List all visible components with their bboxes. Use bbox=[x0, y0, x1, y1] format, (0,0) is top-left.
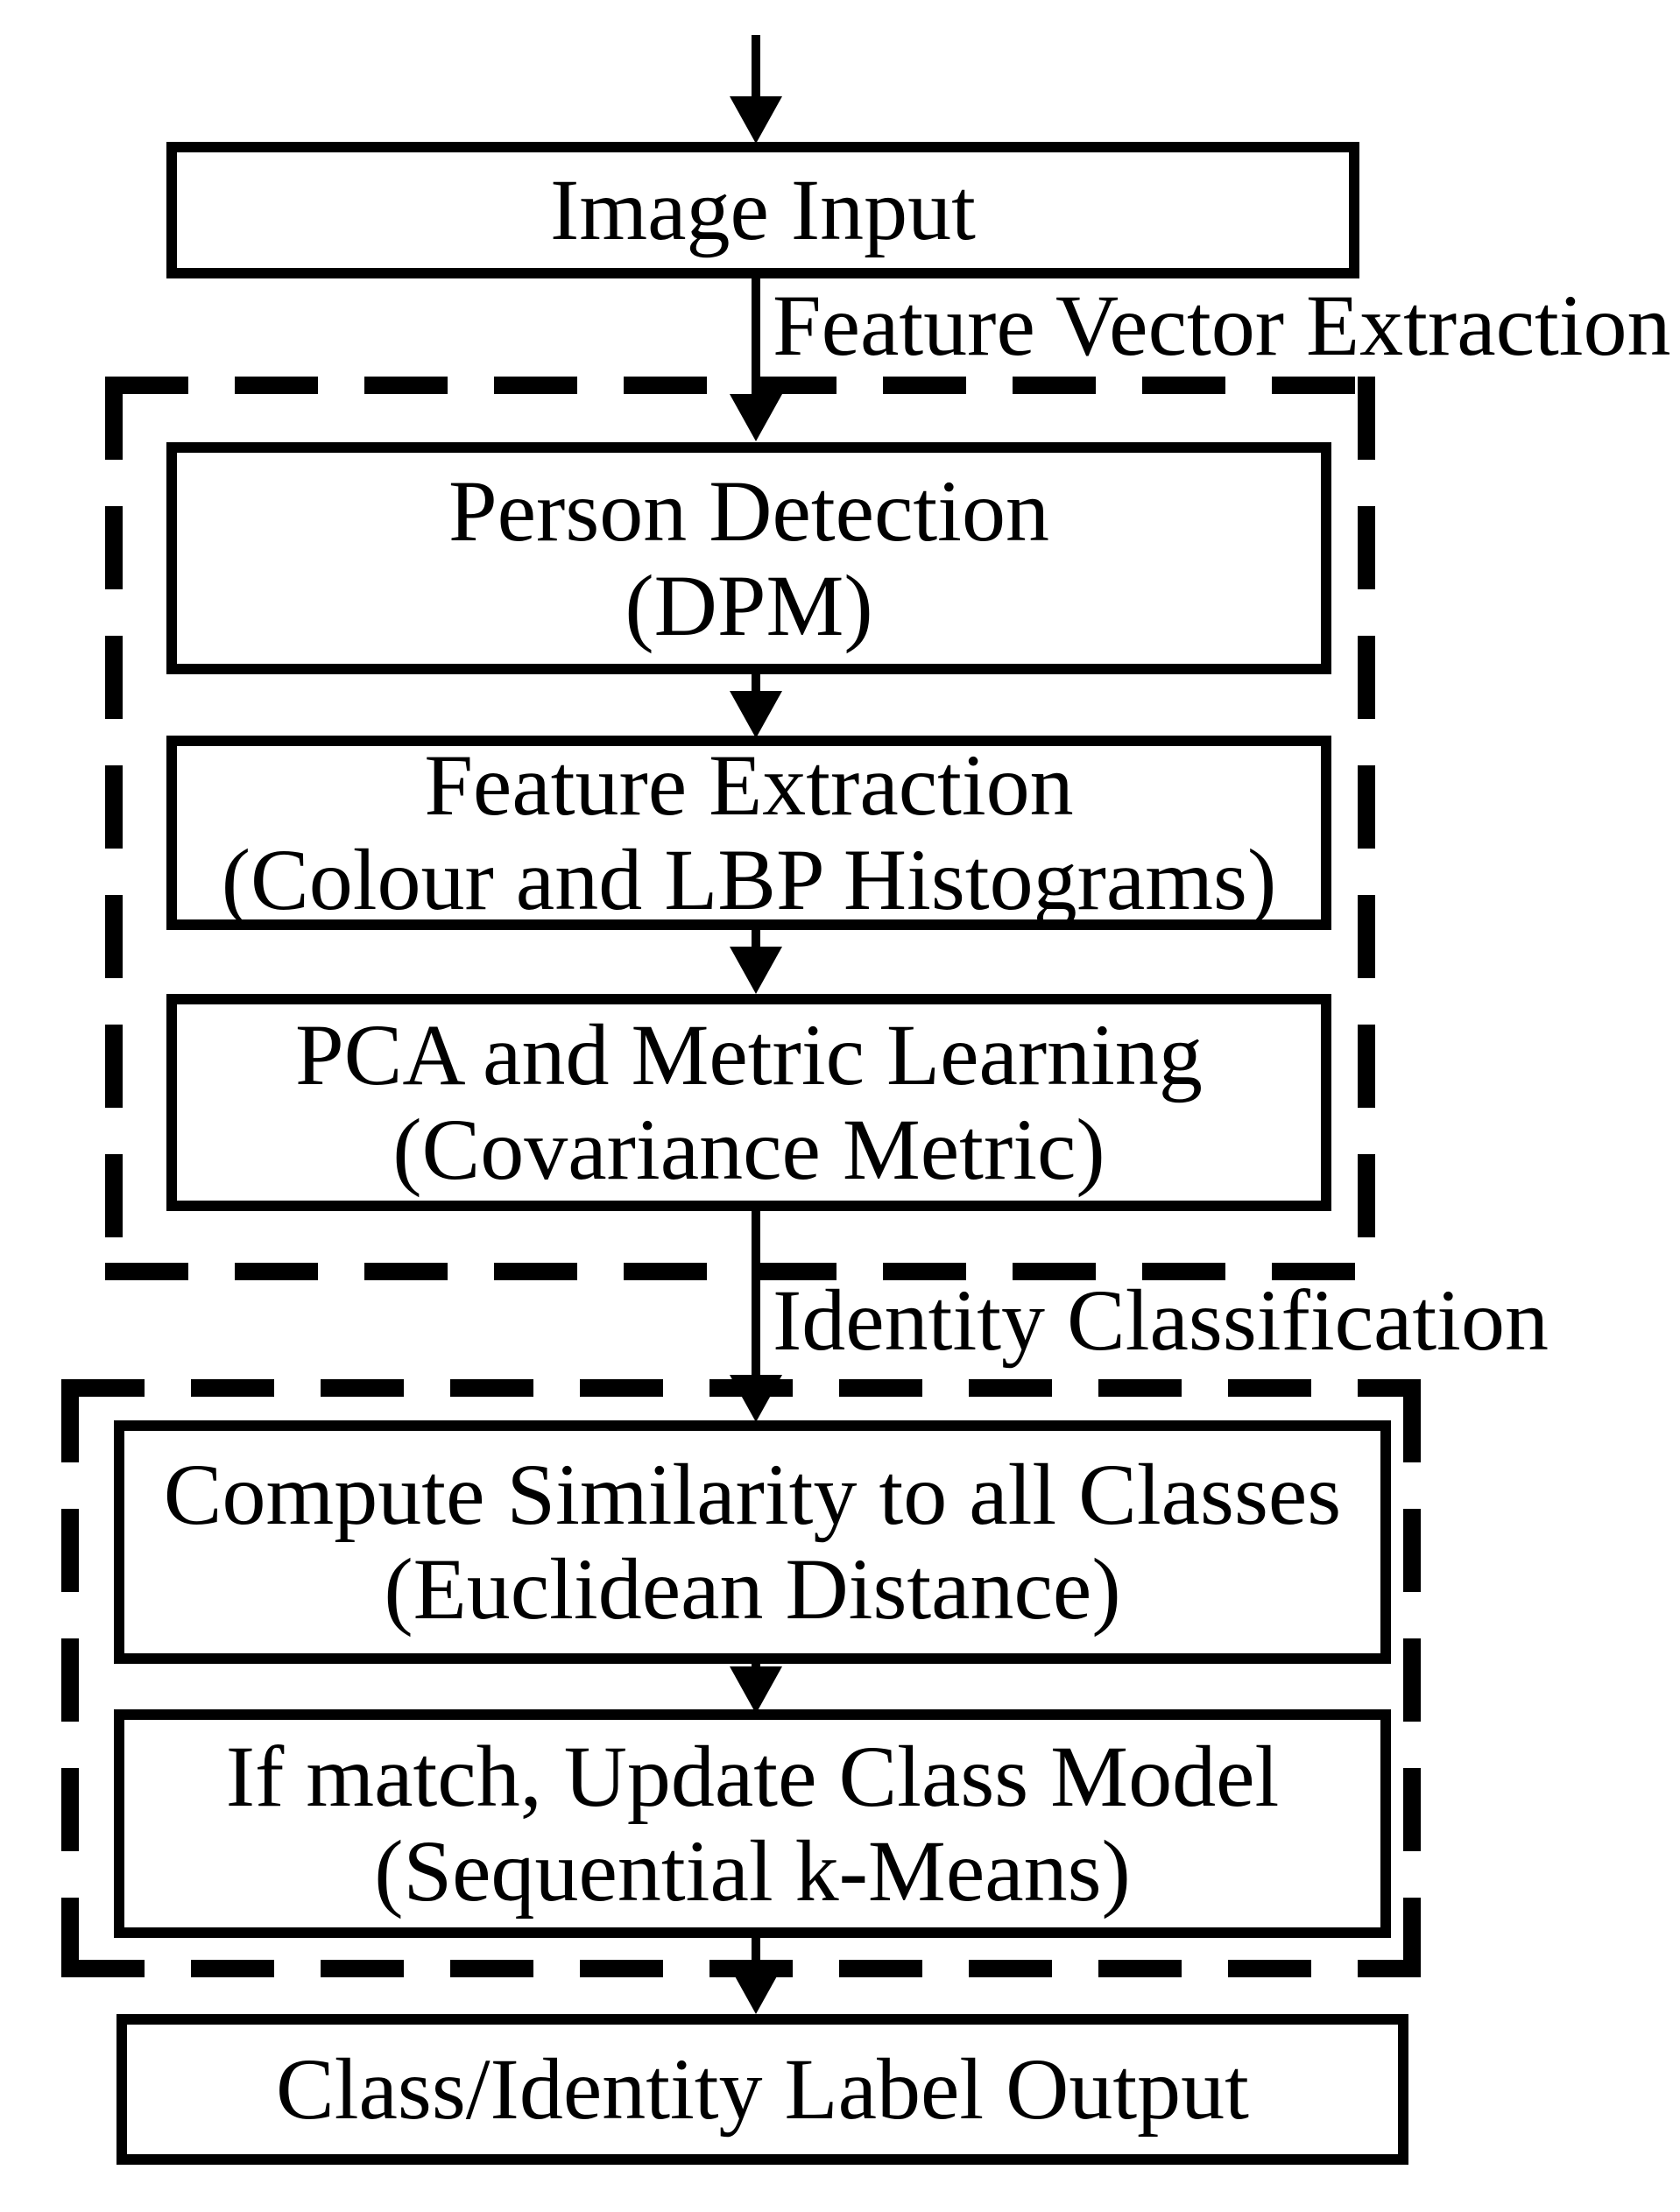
node-compute-similarity-line2: (Euclidean Distance) bbox=[384, 1540, 1121, 1638]
arrow-pca-to-compute-line bbox=[752, 1211, 760, 1377]
arrow-person-to-feature-line bbox=[752, 674, 760, 696]
arrow-update-to-output-line bbox=[752, 1938, 760, 1969]
node-person-detection-line2: (DPM) bbox=[625, 556, 873, 654]
node-update-class-model: If match, Update Class Model (Sequential… bbox=[114, 1709, 1391, 1938]
arrow-person-to-feature-head bbox=[730, 691, 782, 738]
stage1-dashed-border-left bbox=[105, 377, 123, 1280]
arrow-update-to-output-head bbox=[730, 1967, 782, 2014]
stage2-dashed-border-right bbox=[1403, 1379, 1421, 1977]
node-image-input: Image Input bbox=[166, 142, 1359, 278]
stage1-dashed-border-top bbox=[105, 377, 1375, 394]
node-compute-similarity: Compute Similarity to all Classes (Eucli… bbox=[114, 1420, 1391, 1664]
stage2-label: Identity Classification bbox=[773, 1272, 1549, 1369]
stage2-dashed-border-left bbox=[61, 1379, 79, 1977]
node-class-identity-output: Class/Identity Label Output bbox=[116, 2014, 1408, 2165]
arrow-image-input-to-person-head bbox=[730, 394, 782, 441]
arrow-feature-to-pca-head bbox=[730, 947, 782, 994]
arrow-into-image-input-head bbox=[730, 96, 782, 144]
node-pca-metric-learning: PCA and Metric Learning (Covariance Metr… bbox=[166, 994, 1331, 1211]
node-pca-metric-learning-line1: PCA and Metric Learning bbox=[295, 1006, 1203, 1103]
arrow-pca-to-compute-head bbox=[730, 1375, 782, 1422]
node-feature-extraction: Feature Extraction (Colour and LBP Histo… bbox=[166, 736, 1331, 930]
arrow-feature-to-pca-line bbox=[752, 930, 760, 950]
node-image-input-label: Image Input bbox=[550, 161, 976, 258]
node-compute-similarity-line1: Compute Similarity to all Classes bbox=[163, 1446, 1342, 1543]
node-feature-extraction-line1: Feature Extraction bbox=[424, 736, 1074, 834]
stage1-dashed-border-right bbox=[1358, 377, 1375, 1280]
node-update-class-model-line1: If match, Update Class Model bbox=[225, 1727, 1280, 1825]
node-class-identity-output-label: Class/Identity Label Output bbox=[276, 2040, 1249, 2138]
stage1-label: Feature Vector Extraction bbox=[773, 277, 1671, 374]
arrow-into-image-input-line bbox=[752, 35, 760, 103]
node-feature-extraction-line2: (Colour and LBP Histograms) bbox=[221, 831, 1277, 928]
arrow-compute-to-update-head bbox=[730, 1666, 782, 1714]
stage1-dashed-border-bottom bbox=[105, 1263, 1375, 1280]
node-person-detection-line1: Person Detection bbox=[448, 461, 1049, 560]
arrow-image-input-to-person-line bbox=[752, 278, 760, 394]
node-update-class-model-line2: (Sequential k-Means) bbox=[374, 1821, 1131, 1920]
node-person-detection: Person Detection (DPM) bbox=[166, 442, 1331, 674]
node-pca-metric-learning-line2: (Covariance Metric) bbox=[392, 1101, 1105, 1198]
